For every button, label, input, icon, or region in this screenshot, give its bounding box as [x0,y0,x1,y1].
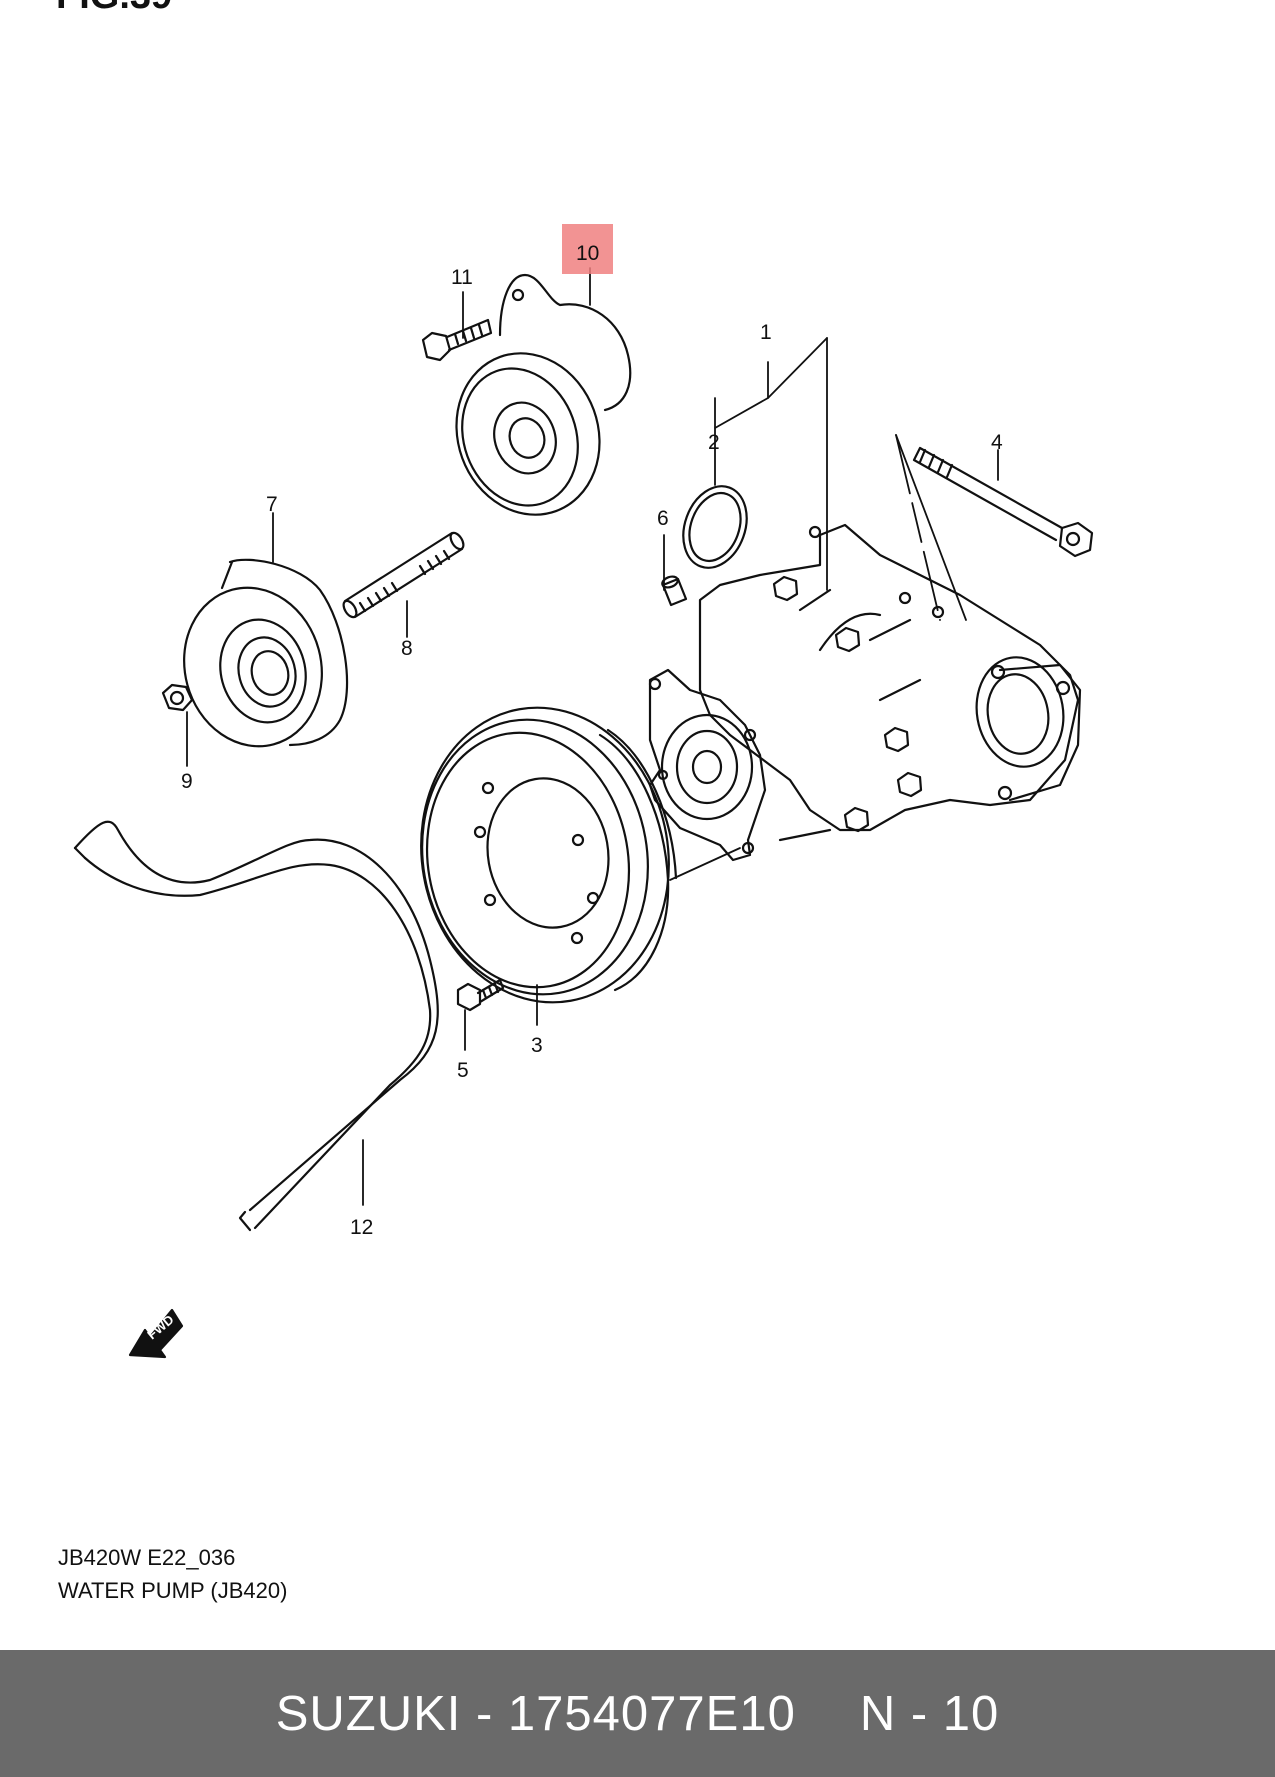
part-water-pump [648,523,1082,862]
part-idler-pulley [183,558,349,748]
part-long-bolt [912,446,1094,558]
part-o-ring [682,485,748,569]
callout-10-highlight [562,224,613,274]
leader-lines [186,267,999,1206]
figure-label: FIG.39 [56,0,172,17]
part-pulley [420,706,678,1004]
fwd-arrow [128,1308,184,1359]
part-stud [342,531,465,619]
footer-part-number: SUZUKI - 1754077E10 [275,1686,796,1741]
callout-9[interactable]: 9 [181,770,193,793]
callout-8[interactable]: 8 [401,637,413,660]
diagram-code: JB420W E22_036 [58,1545,236,1570]
callout-11[interactable]: 11 [451,266,473,289]
part-tensioner-bolt [421,318,493,362]
callout-12[interactable]: 12 [350,1216,373,1239]
callout-1[interactable]: 1 [760,321,772,344]
footer-bar: SUZUKI - 1754077E10 N - 10 [0,1650,1275,1777]
callout-5[interactable]: 5 [457,1059,469,1082]
callout-7[interactable]: 7 [266,493,278,516]
footer-position: N - 10 [859,1686,1000,1741]
part-drive-belt [73,820,439,1232]
part-tensioner [455,273,632,516]
part-pulley-bolt [456,978,505,1012]
callout-2[interactable]: 2 [708,431,720,454]
exploded-parts-diagram: FIG.39 [56,0,1094,1359]
diagram-title: WATER PUMP (JB420) [58,1578,288,1603]
callout-4[interactable]: 4 [991,431,1003,454]
part-nut [161,683,194,712]
callout-6[interactable]: 6 [657,507,669,530]
part-dowel [661,575,688,607]
callout-10[interactable]: 10 [576,242,599,265]
callout-3[interactable]: 3 [531,1034,543,1057]
